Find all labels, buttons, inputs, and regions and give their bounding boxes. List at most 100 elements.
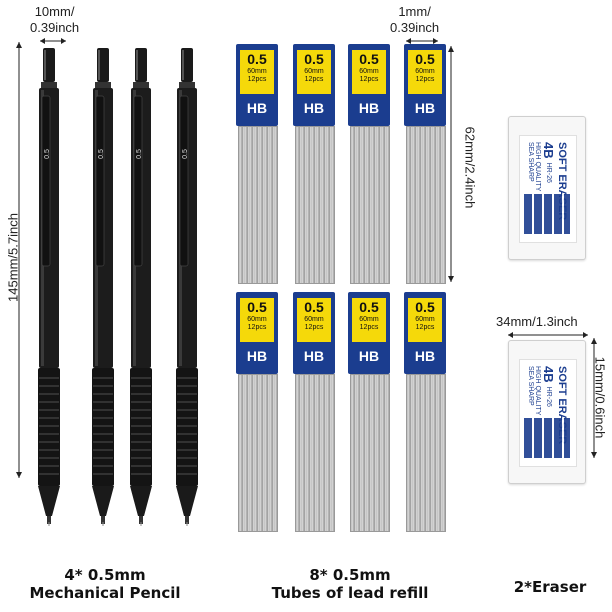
- eraser-model: 4B: [541, 142, 556, 159]
- tube-length-text: 60mm: [304, 68, 324, 75]
- tube-cap: 0.5 60mm 12pcs HB: [293, 44, 335, 126]
- tube-pieces-text: 12pcs: [304, 324, 324, 331]
- tube-grade: HB: [303, 100, 325, 116]
- tube-pieces-text: 12pcs: [415, 76, 435, 83]
- tube-yellow-label: 0.5 60mm 12pcs: [240, 50, 274, 94]
- tube-cap: 0.5 60mm 12pcs HB: [293, 292, 335, 374]
- tube-yellow-label: 0.5 60mm 12pcs: [297, 50, 331, 94]
- pencil-length-label: 145mm/5.7inch: [5, 213, 21, 302]
- tube-pieces-text: 12pcs: [415, 324, 435, 331]
- tube-size: 0.5: [415, 51, 435, 67]
- tube-size: 0.5: [247, 51, 267, 67]
- mechanical-pencil: 0.5: [38, 48, 60, 526]
- tube-cap: 0.5 60mm 12pcs HB: [348, 44, 390, 126]
- tube-cap: 0.5 60mm 12pcs HB: [236, 44, 278, 126]
- pencil-caption-line2: Mechanical Pencil: [29, 584, 181, 602]
- tube-body: [295, 374, 335, 532]
- tube-length-arrow: [448, 46, 454, 282]
- tube-cap: 0.5 60mm 12pcs HB: [236, 292, 278, 374]
- tube-size: 0.5: [415, 299, 435, 315]
- tube-body: [295, 126, 335, 284]
- tube-length-text: 60mm: [359, 316, 379, 323]
- tube-yellow-label: 0.5 60mm 12pcs: [352, 298, 386, 342]
- lead-tube: 0.5 60mm 12pcs HB: [404, 44, 446, 284]
- tube-caption-line1: 8* 0.5mm: [309, 566, 391, 584]
- eraser-grid-icon: [524, 194, 570, 234]
- pencil-width-label: 10mm/ 0.39inch: [30, 4, 79, 36]
- pencil-caption-line1: 4* 0.5mm: [64, 566, 146, 584]
- tube-length-text: 60mm: [247, 68, 267, 75]
- pencil-badge: 0.5: [98, 149, 105, 159]
- mechanical-pencil: 0.5: [176, 48, 198, 526]
- lead-tube: 0.5 60mm 12pcs HB: [236, 292, 278, 532]
- tube-length-text: 60mm: [304, 316, 324, 323]
- pencil-width-line1: 10mm/: [34, 4, 75, 19]
- tube-body: [238, 374, 278, 532]
- tube-body: [406, 126, 446, 284]
- tube-yellow-label: 0.5 60mm 12pcs: [408, 298, 442, 342]
- eraser-width-arrow: [508, 332, 588, 338]
- tube-body: [350, 374, 390, 532]
- tube-length-text: 60mm: [415, 68, 435, 75]
- tube-yellow-label: 0.5 60mm 12pcs: [352, 50, 386, 94]
- lead-tube: 0.5 60mm 12pcs HB: [348, 292, 390, 532]
- pencil-width-line2: 0.39inch: [30, 20, 80, 35]
- tube-length-text: 60mm: [247, 316, 267, 323]
- tube-body: [238, 126, 278, 284]
- tube-length-label: 62mm/2.4inch: [462, 126, 478, 209]
- tube-grade: HB: [246, 348, 268, 364]
- eraser-grid-icon: [524, 418, 570, 458]
- pencil-width-arrow: [40, 38, 66, 44]
- tube-size: 0.5: [359, 51, 379, 67]
- eraser-model: 4B: [541, 366, 556, 383]
- tube-grade: HB: [414, 348, 436, 364]
- tube-caption-line2: Tubes of lead refill: [271, 584, 429, 602]
- eraser-sleeve: SOFT ERASER 4B HR-26 HIGH QUALITY SEA SH…: [519, 359, 577, 467]
- tube-pieces-text: 12pcs: [304, 76, 324, 83]
- tube-grade: HB: [246, 100, 268, 116]
- tube-grade: HB: [358, 100, 380, 116]
- pencil-badge: 0.5: [44, 149, 51, 159]
- tube-cap: 0.5 60mm 12pcs HB: [348, 292, 390, 374]
- tube-size: 0.5: [304, 299, 324, 315]
- tube-width-line2: 0.39inch: [390, 20, 440, 35]
- lead-tube: 0.5 60mm 12pcs HB: [348, 44, 390, 284]
- tube-caption: 8* 0.5mm Tubes of lead refill: [240, 566, 460, 602]
- eraser-height-arrow: [591, 338, 597, 458]
- tube-cap: 0.5 60mm 12pcs HB: [404, 44, 446, 126]
- pencil-caption: 4* 0.5mm Mechanical Pencil: [10, 566, 200, 602]
- eraser-width-label: 34mm/1.3inch: [496, 314, 578, 329]
- tube-body: [350, 126, 390, 284]
- lead-tube: 0.5 60mm 12pcs HB: [293, 44, 335, 284]
- pencil-badge: 0.5: [182, 149, 189, 159]
- eraser-code: HR-26: [545, 162, 552, 183]
- tube-pieces-text: 12pcs: [359, 76, 379, 83]
- pencil-length-arrow: [16, 42, 22, 478]
- soft-eraser: SOFT ERASER 4B HR-26 HIGH QUALITY SEA SH…: [508, 340, 586, 484]
- eraser-caption: 2*Eraser: [513, 578, 587, 596]
- eraser-height-label: 15mm/0.6inch: [592, 356, 608, 439]
- tube-grade: HB: [303, 348, 325, 364]
- tube-grade: HB: [414, 100, 436, 116]
- tube-width-line1: 1mm/: [398, 4, 431, 19]
- soft-eraser: SOFT ERASER 4B HR-26 HIGH QUALITY SEA SH…: [508, 116, 586, 260]
- lead-tube: 0.5 60mm 12pcs HB: [236, 44, 278, 284]
- tube-length-text: 60mm: [415, 316, 435, 323]
- tube-width-label: 1mm/ 0.39inch: [390, 4, 439, 36]
- tube-grade: HB: [358, 348, 380, 364]
- tube-pieces-text: 12pcs: [247, 324, 267, 331]
- eraser-sleeve: SOFT ERASER 4B HR-26 HIGH QUALITY SEA SH…: [519, 135, 577, 243]
- tube-body: [406, 374, 446, 532]
- lead-tube: 0.5 60mm 12pcs HB: [404, 292, 446, 532]
- tube-yellow-label: 0.5 60mm 12pcs: [408, 50, 442, 94]
- tube-yellow-label: 0.5 60mm 12pcs: [297, 298, 331, 342]
- tube-size: 0.5: [247, 299, 267, 315]
- mechanical-pencil: 0.5: [92, 48, 114, 526]
- pencil-badge: 0.5: [136, 149, 143, 159]
- eraser-code: HR-26: [545, 386, 552, 407]
- tube-length-text: 60mm: [359, 68, 379, 75]
- tube-size: 0.5: [304, 51, 324, 67]
- mechanical-pencil: 0.5: [130, 48, 152, 526]
- tube-width-arrow: [406, 38, 438, 44]
- lead-tube: 0.5 60mm 12pcs HB: [293, 292, 335, 532]
